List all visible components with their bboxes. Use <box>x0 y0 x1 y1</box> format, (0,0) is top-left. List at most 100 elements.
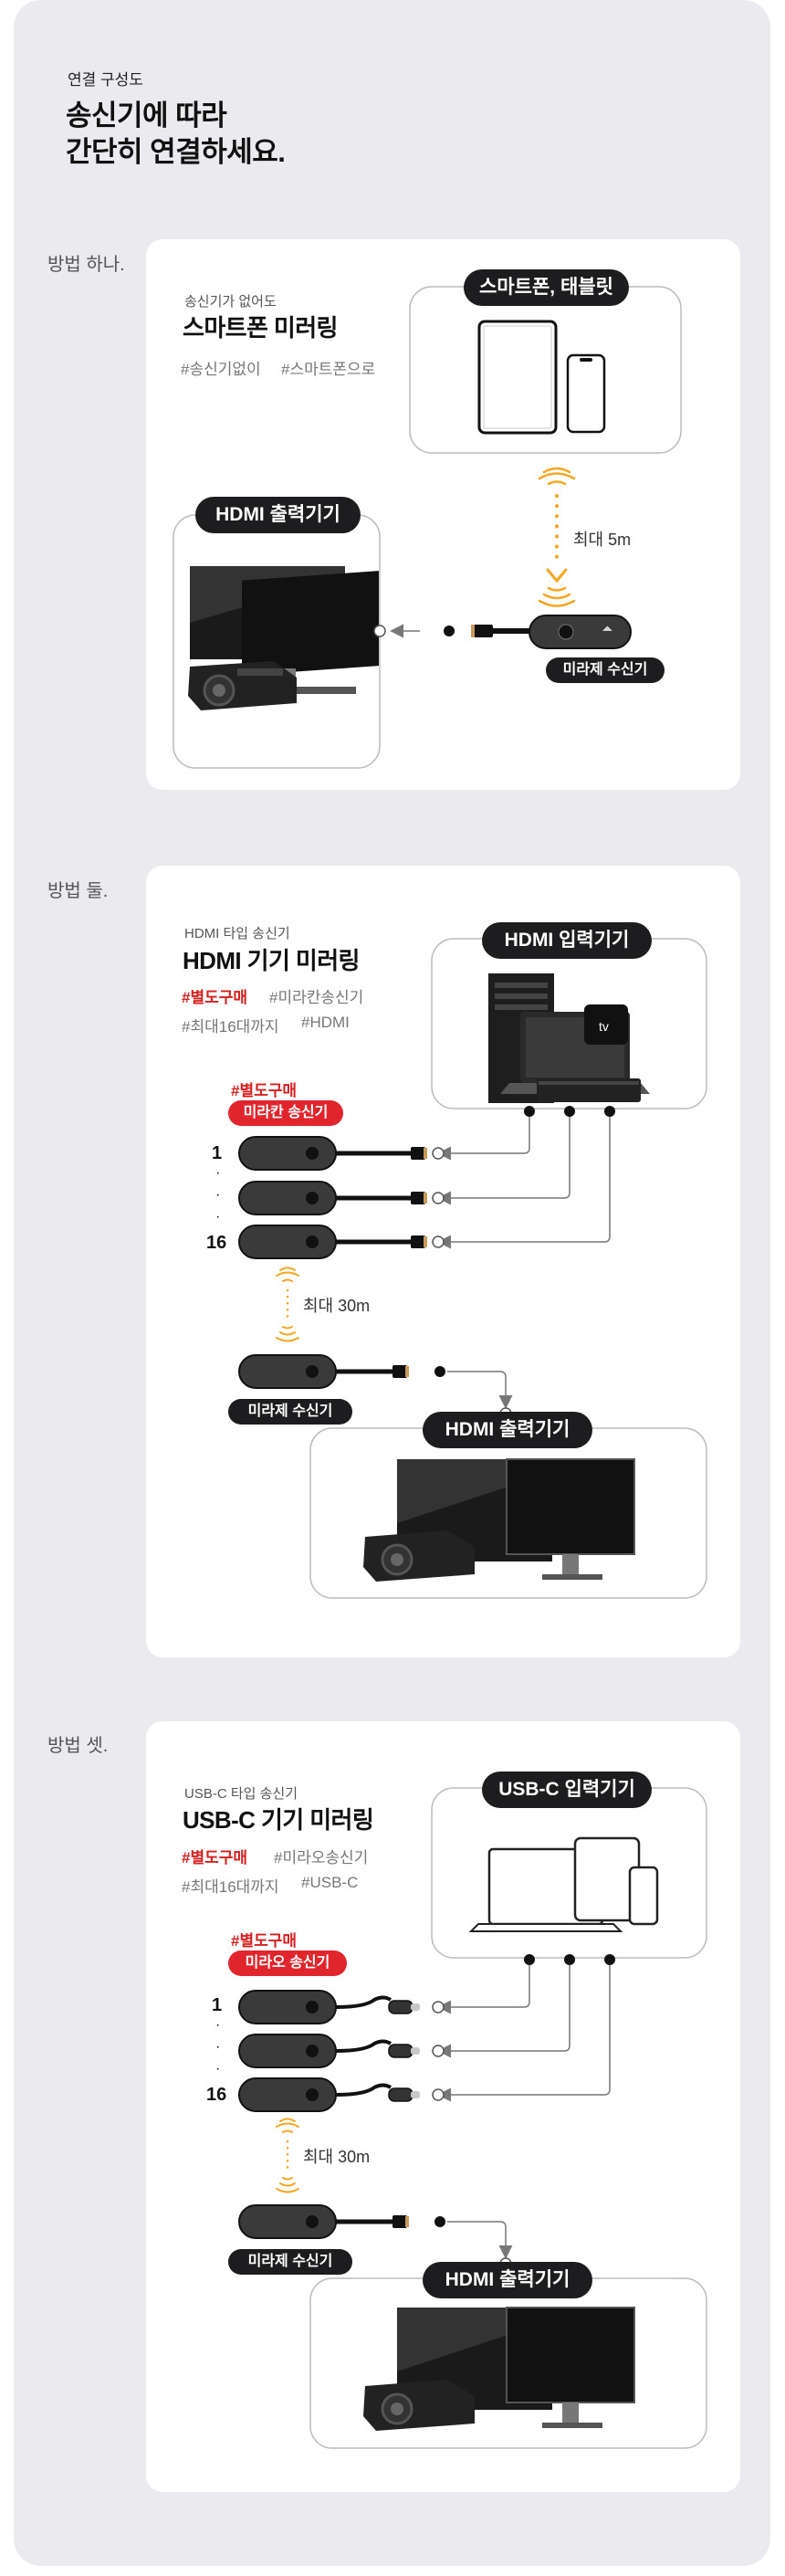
wifi-signal-icon <box>276 1326 299 1342</box>
transmitter-number-first: 1 <box>212 1143 223 1163</box>
method-2-distance: 최대 30m <box>303 1297 371 1315</box>
hdmi-dongle-icon <box>238 1181 427 1215</box>
projector-icon <box>188 661 297 710</box>
method-3-label: 방법 셋. <box>47 1736 109 1756</box>
method-1-tag-1: #송신기없이 <box>181 361 261 378</box>
hdmi-dongle-icon <box>238 1225 427 1259</box>
connection-line-2 <box>437 1965 570 2058</box>
method-2-subtitle: HDMI 타입 송신기 <box>184 926 290 941</box>
connection-line-3 <box>437 1117 611 1249</box>
transmitter-red-tag: #별도구매 <box>231 1082 298 1099</box>
connection-line-1 <box>437 1117 530 1161</box>
tablet-icon <box>477 320 558 435</box>
output-device-pill: HDMI 출력기기 <box>195 497 361 533</box>
receiver-pill: 미라제 수신기 <box>546 657 665 683</box>
method-1-subtitle: 송신기가 없어도 <box>184 294 277 310</box>
input-port-1 <box>524 1954 535 1965</box>
method-3-tag-2: #최대16대까지 <box>182 1878 279 1896</box>
output-port <box>373 625 386 637</box>
usbc-dongle-icon <box>238 2034 420 2068</box>
method-1-label: 방법 하나. <box>47 255 125 275</box>
output-connection-line <box>447 2221 513 2259</box>
method-2-card: tv <box>146 866 740 1657</box>
transmitter-dot: · <box>215 1187 221 1203</box>
usbc-dongle-icon <box>238 1990 420 2024</box>
usbc-dongle-icon <box>238 2077 420 2112</box>
output-connection-line <box>447 1371 513 1409</box>
connection-line-1 <box>437 1965 530 2014</box>
method-3-tag-red: #별도구매 <box>182 1849 248 1866</box>
smartphone-icon <box>628 1866 659 1926</box>
input-port-2 <box>564 1954 575 1965</box>
transmitter-number-last: 16 <box>206 1233 227 1253</box>
method-3-tag-3: #USB-C <box>301 1874 359 1891</box>
method-3-card: USB-C 타입 송신기 USB-C 기기 미러링 #별도구매 #미라오송신기 … <box>146 1721 740 2492</box>
hdmi-dongle-icon: ◢◣ <box>471 615 632 649</box>
source-device-pill: 스마트폰, 태블릿 <box>464 269 629 306</box>
method-1-tag-2: #스마트폰으로 <box>281 361 376 378</box>
monitor-icon <box>190 566 379 694</box>
method-2-tag-1: #미라칸송신기 <box>269 989 364 1006</box>
method-2-diagram: tv <box>238 938 707 1599</box>
method-3-title: USB-C 기기 미러링 <box>183 1806 374 1834</box>
input-port-1 <box>524 1106 535 1117</box>
receiver-pill: 미라제 수신기 <box>228 1399 352 1425</box>
receiver-cable-node <box>434 2216 445 2227</box>
connection-line-2 <box>437 1117 570 1205</box>
section-headline: 송신기에 따라 간단히 연결하세요. <box>66 98 286 171</box>
headline-line-2: 간단히 연결하세요. <box>66 136 286 168</box>
method-1-title: 스마트폰 미러링 <box>183 314 338 342</box>
method-3-subtitle: USB-C 타입 송신기 <box>184 1786 298 1802</box>
connection-line-3 <box>437 1965 611 2102</box>
transmitter-dot: · <box>215 2061 221 2077</box>
input-port-3 <box>604 1106 615 1117</box>
wifi-signal-icon <box>276 2118 299 2133</box>
method-2-tag-3: #HDMI <box>301 1014 350 1031</box>
method-1-card: ◢◣ 송신기가 없어도 스마트폰 미러링 #송신기없이 #스마트폰으로 스마트폰… <box>146 239 740 790</box>
input-port-2 <box>564 1106 575 1117</box>
hdmi-dongle-icon <box>238 2204 409 2239</box>
hdmi-dongle-icon <box>238 1136 427 1171</box>
monitor-icon <box>397 1458 635 1580</box>
transmitter-number-last: 16 <box>206 2085 227 2105</box>
input-device-pill: HDMI 입력기기 <box>482 922 652 959</box>
transmitter-red-tag: #별도구매 <box>231 1932 298 1950</box>
tv-box-icon: tv <box>537 1004 641 1102</box>
method-1-distance: 최대 5m <box>573 531 632 549</box>
smartphone-icon <box>566 353 606 434</box>
headline-line-1: 송신기에 따라 <box>66 100 227 131</box>
monitor-icon <box>397 2307 635 2428</box>
output-device-pill: HDMI 출력기기 <box>423 1412 592 1448</box>
transmitter-dot: · <box>215 1209 221 1225</box>
transmitter-number-first: 1 <box>212 1995 223 2015</box>
wifi-signal-icon <box>538 467 576 486</box>
cable-node <box>444 626 455 636</box>
svg-text:◢◣: ◢◣ <box>602 626 612 632</box>
output-device-pill: HDMI 출력기기 <box>423 2262 592 2298</box>
projector-icon <box>363 2380 475 2431</box>
receiver-pill: 미라제 수신기 <box>228 2249 352 2275</box>
method-3-tag-1: #미라오송신기 <box>274 1849 369 1866</box>
projector-icon <box>363 1530 475 1582</box>
svg-text:tv: tv <box>599 1019 609 1034</box>
method-2-tag-2: #최대16대까지 <box>182 1018 279 1036</box>
transmitter-pill: 미라칸 송신기 <box>228 1100 343 1126</box>
section-eyebrow: 연결 구성도 <box>68 71 143 89</box>
transmitter-dot: · <box>215 1165 221 1181</box>
method-2-title: HDMI 기기 미러링 <box>183 947 360 974</box>
wifi-signal-icon <box>276 1267 299 1282</box>
method-3-diagram <box>238 1787 707 2449</box>
transmitter-dot: · <box>215 2039 221 2055</box>
method-2-tag-red: #별도구매 <box>182 989 248 1006</box>
method-3-distance: 최대 30m <box>303 2148 371 2166</box>
input-device-pill: USB-C 입력기기 <box>482 1772 652 1808</box>
transmitter-pill: 미라오 송신기 <box>228 1950 347 1976</box>
receiver-cable-node <box>434 1366 445 1377</box>
transmitter-dot: · <box>215 2017 221 2033</box>
wifi-signal-icon <box>538 568 576 607</box>
hdmi-dongle-icon <box>238 1354 409 1389</box>
wifi-signal-icon <box>276 2177 299 2193</box>
method-1-diagram: ◢◣ <box>173 286 682 769</box>
method-2-label: 방법 둘. <box>47 881 109 901</box>
input-port-3 <box>604 1954 615 1965</box>
